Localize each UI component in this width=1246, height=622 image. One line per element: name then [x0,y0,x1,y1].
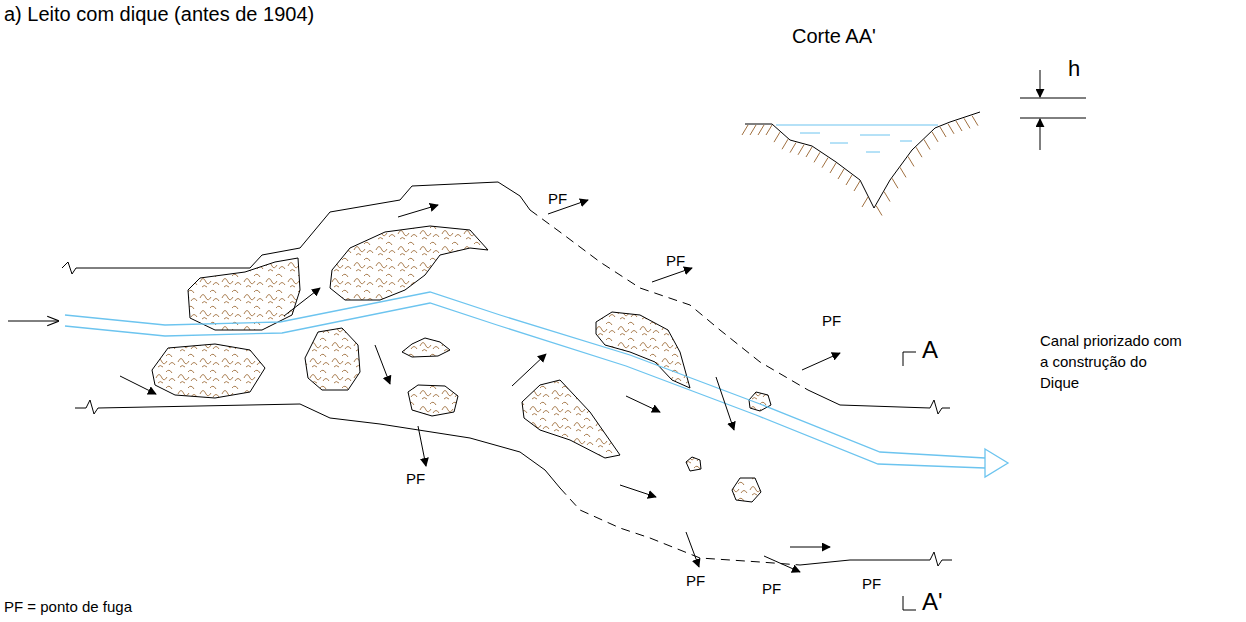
hatch-stroke [790,143,796,153]
hatch-stroke [846,175,852,185]
hatch-stroke [854,181,860,191]
channel-note: Canal priorizado com a construção do Diq… [1040,330,1190,393]
hatch-stroke [900,167,906,177]
hatch-stroke [782,139,788,149]
hatch-stroke [838,169,844,179]
hatch-stroke [742,125,748,135]
hatch-stroke [758,125,764,135]
hatch-stroke [892,178,898,188]
hatch-stroke [862,197,868,207]
escape-point-label: PF [406,470,425,488]
hatch-stroke [908,156,914,166]
hatch-stroke [774,132,780,142]
escape-point-label: PF [548,190,567,208]
figure-title: a) Leito com dique (antes de 1904) [4,2,314,26]
hatch-stroke [932,132,938,142]
section-letter: A' [922,588,943,617]
sand-bar [152,226,771,502]
escape-point-label: PF [686,572,705,590]
river-bank [62,182,952,566]
escape-point-label: PF [666,252,685,270]
hatch-stroke [750,125,756,135]
escape-point-label: PF [862,575,881,593]
cross-section [742,112,980,216]
hatch-stroke [876,206,882,216]
hatch-stroke [798,145,804,155]
hatch-stroke [806,147,812,157]
abbreviation-note: PF = ponto de fuga [4,598,132,616]
section-title: Corte AA' [792,24,876,48]
main-channel [65,292,1008,477]
section-letter: A [922,336,938,365]
escape-point-label: PF [762,580,781,598]
section-mark [903,352,916,610]
hatch-stroke [956,121,962,131]
escape-point-label: PF [822,312,841,330]
hatch-stroke [830,163,836,173]
hatch-stroke [822,158,828,168]
hatch-stroke [964,118,970,128]
escape-arrow [418,200,840,572]
dimension-label: h [1068,56,1080,82]
hatch-stroke [972,116,978,126]
hatch-stroke [884,192,890,202]
hatch-stroke [940,127,946,137]
hatch-stroke [766,125,772,135]
hatch-stroke [948,124,954,134]
hatch-stroke [814,152,820,162]
flow-arrow [8,205,830,547]
hatch-stroke [916,147,922,157]
dimension-h [1020,70,1086,150]
hatch-stroke [924,140,930,150]
